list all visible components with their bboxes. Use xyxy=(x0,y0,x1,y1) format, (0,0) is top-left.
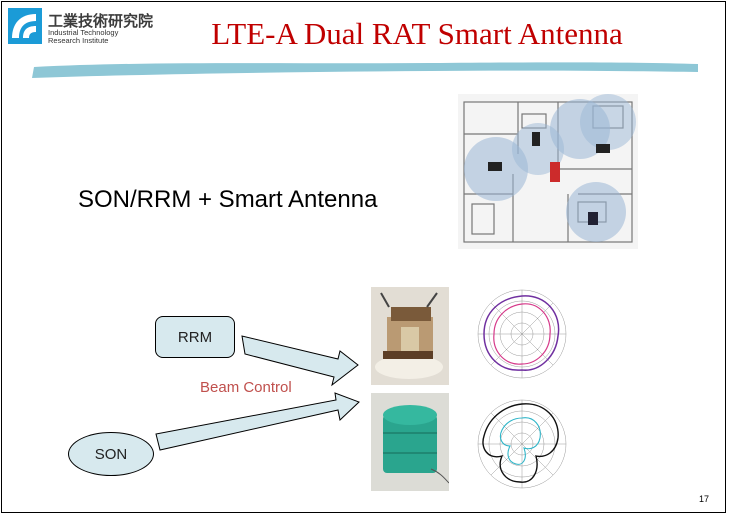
radiation-pattern-chart-2 xyxy=(466,396,578,492)
rrm-node: RRM xyxy=(155,316,235,358)
radiation-pattern-chart-1 xyxy=(466,286,578,382)
antenna-prototype-image xyxy=(371,287,449,385)
page-number: 17 xyxy=(698,494,709,504)
rrm-to-antenna-arrow xyxy=(241,335,359,387)
slide-title: LTE-A Dual RAT Smart Antenna xyxy=(211,16,623,51)
son-to-antenna-arrow xyxy=(155,392,360,451)
son-node: SON xyxy=(68,432,154,476)
itri-logo-icon xyxy=(8,8,42,44)
subtitle: SON/RRM + Smart Antenna xyxy=(78,186,378,213)
beam-control-label: Beam Control xyxy=(200,379,292,396)
title-underline xyxy=(32,62,698,78)
itri-logo: 工業技術研究院 Industrial Technology Research I… xyxy=(8,8,153,50)
floorplan-image xyxy=(458,94,638,249)
logo-english-line1: Industrial Technology xyxy=(48,28,119,37)
logo-chinese-name: 工業技術研究院 xyxy=(48,12,154,30)
antenna-radome-image xyxy=(371,393,449,491)
logo-english-line2: Research Institute xyxy=(48,36,109,45)
